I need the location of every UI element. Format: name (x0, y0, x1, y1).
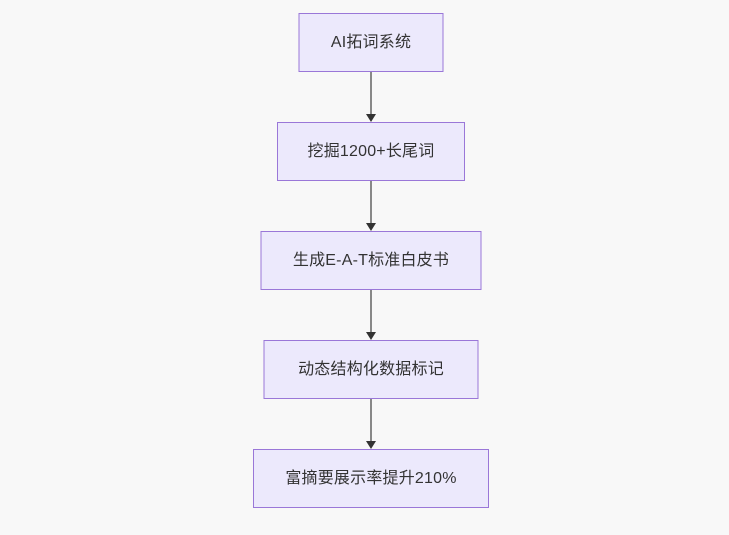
arrowhead-icon (366, 223, 376, 231)
flow-node-label: AI拓词系统 (330, 33, 412, 51)
arrowhead-icon (366, 114, 376, 122)
flow-node-label: 动态结构化数据标记 (298, 360, 444, 378)
flow-node-n1[interactable]: AI拓词系统 (298, 13, 444, 72)
flow-node-label: 生成E-A-T标准白皮书 (292, 251, 450, 269)
edge-line (370, 72, 372, 114)
edge-n4-to-n5 (366, 399, 376, 449)
flow-node-n3[interactable]: 生成E-A-T标准白皮书 (260, 231, 482, 290)
flow-node-n4[interactable]: 动态结构化数据标记 (263, 340, 479, 399)
arrowhead-icon (366, 332, 376, 340)
arrowhead-icon (366, 441, 376, 449)
flow-node-label: 挖掘1200+长尾词 (307, 142, 435, 160)
flow-node-n5[interactable]: 富摘要展示率提升210% (253, 449, 489, 508)
edge-n1-to-n2 (366, 72, 376, 122)
edge-line (370, 290, 372, 332)
flow-node-label: 富摘要展示率提升210% (285, 469, 457, 487)
flow-node-n2[interactable]: 挖掘1200+长尾词 (277, 122, 465, 181)
edge-line (370, 399, 372, 441)
edge-n2-to-n3 (366, 181, 376, 231)
edge-n3-to-n4 (366, 290, 376, 340)
edge-line (370, 181, 372, 223)
